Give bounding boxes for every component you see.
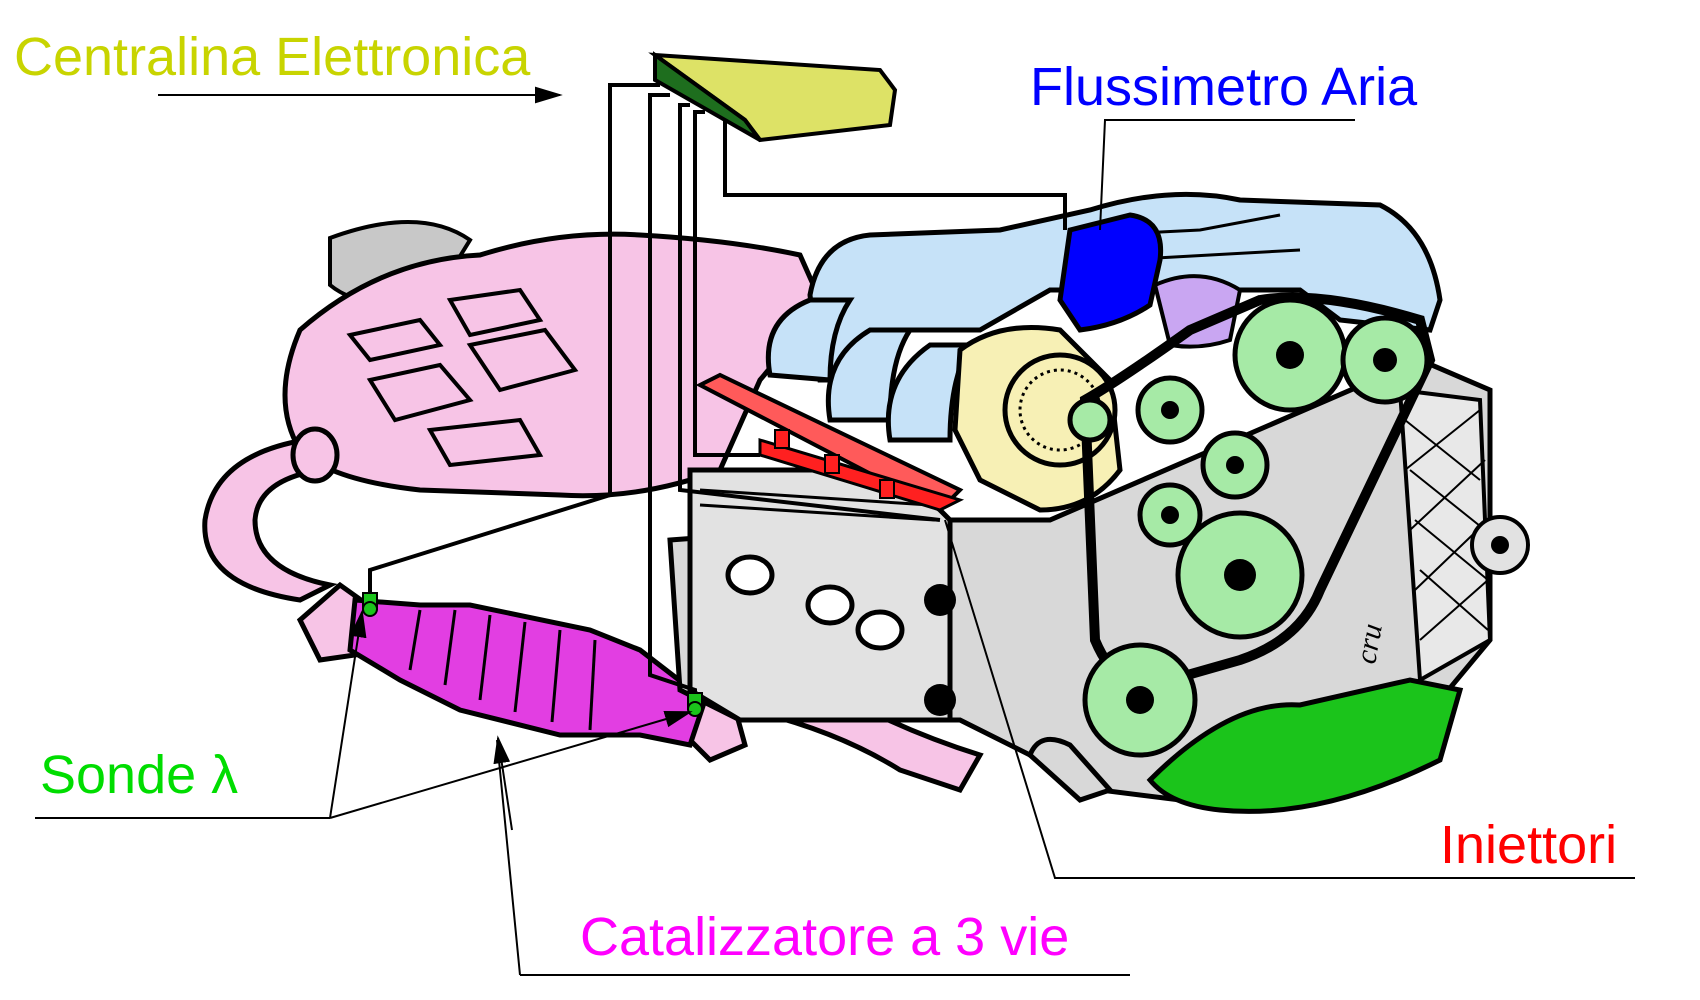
catalytic-converter (347, 597, 708, 748)
injector-leader (944, 519, 1635, 879)
catalyst-leader (496, 739, 1130, 976)
label-catalyst: Catalizzatore a 3 vie (580, 907, 1070, 967)
leader-lines (35, 86, 1635, 976)
catalyst-arrow (493, 735, 513, 831)
exhaust-pipe-mouth (290, 426, 340, 484)
coolant-outlet (1027, 736, 1115, 803)
exhaust-pipe-upper (202, 437, 338, 603)
label-lambda-sensors: Sonde λ (40, 745, 239, 805)
injector-rail (695, 372, 965, 513)
lambda-leader-a (329, 609, 367, 819)
engine-mount (1146, 677, 1464, 814)
lambda-leader-b (329, 711, 693, 819)
ecu-box (648, 51, 898, 143)
label-ecu: Centralina Elettronica (14, 27, 531, 87)
engine-block (667, 357, 1530, 803)
engraving-text: cru (1349, 621, 1388, 666)
pulleys (1067, 297, 1430, 758)
maf-leader (1099, 119, 1355, 231)
label-maf: Flussimetro Aria (1030, 57, 1418, 117)
lambda-sensors (362, 592, 703, 717)
air-flow-meter (1057, 212, 1164, 333)
label-injectors: Iniettori (1440, 815, 1618, 875)
